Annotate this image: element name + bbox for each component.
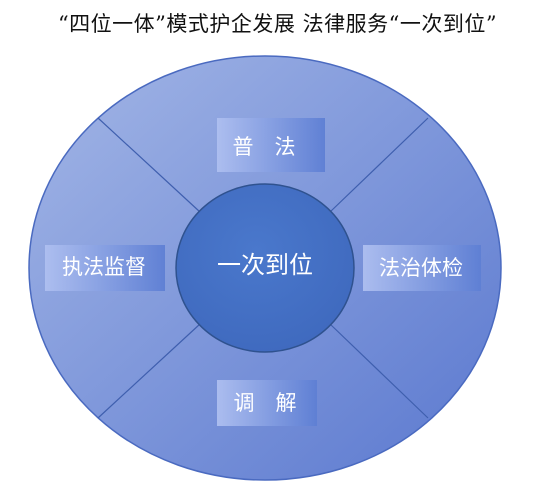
segment-label-left: 执法监督 — [62, 255, 146, 279]
label-box-top — [217, 118, 325, 172]
label-box-left — [45, 245, 165, 291]
divider-bottom-right — [329, 323, 429, 419]
label-box-bottom — [217, 380, 317, 426]
divider-bottom-left — [97, 323, 201, 419]
segment-label-bottom: 调 解 — [234, 391, 297, 415]
divider-top-right — [329, 117, 429, 213]
label-box-right — [363, 245, 481, 291]
center-circle — [175, 183, 355, 353]
divider-top-left — [97, 117, 201, 213]
segment-label-right: 法治体检 — [379, 256, 463, 280]
center-label: 一次到位 — [217, 251, 313, 279]
page-title: “四位一体”模式护企发展 法律服务“一次到位” — [57, 12, 498, 36]
segment-label-top: 普 法 — [233, 135, 296, 159]
